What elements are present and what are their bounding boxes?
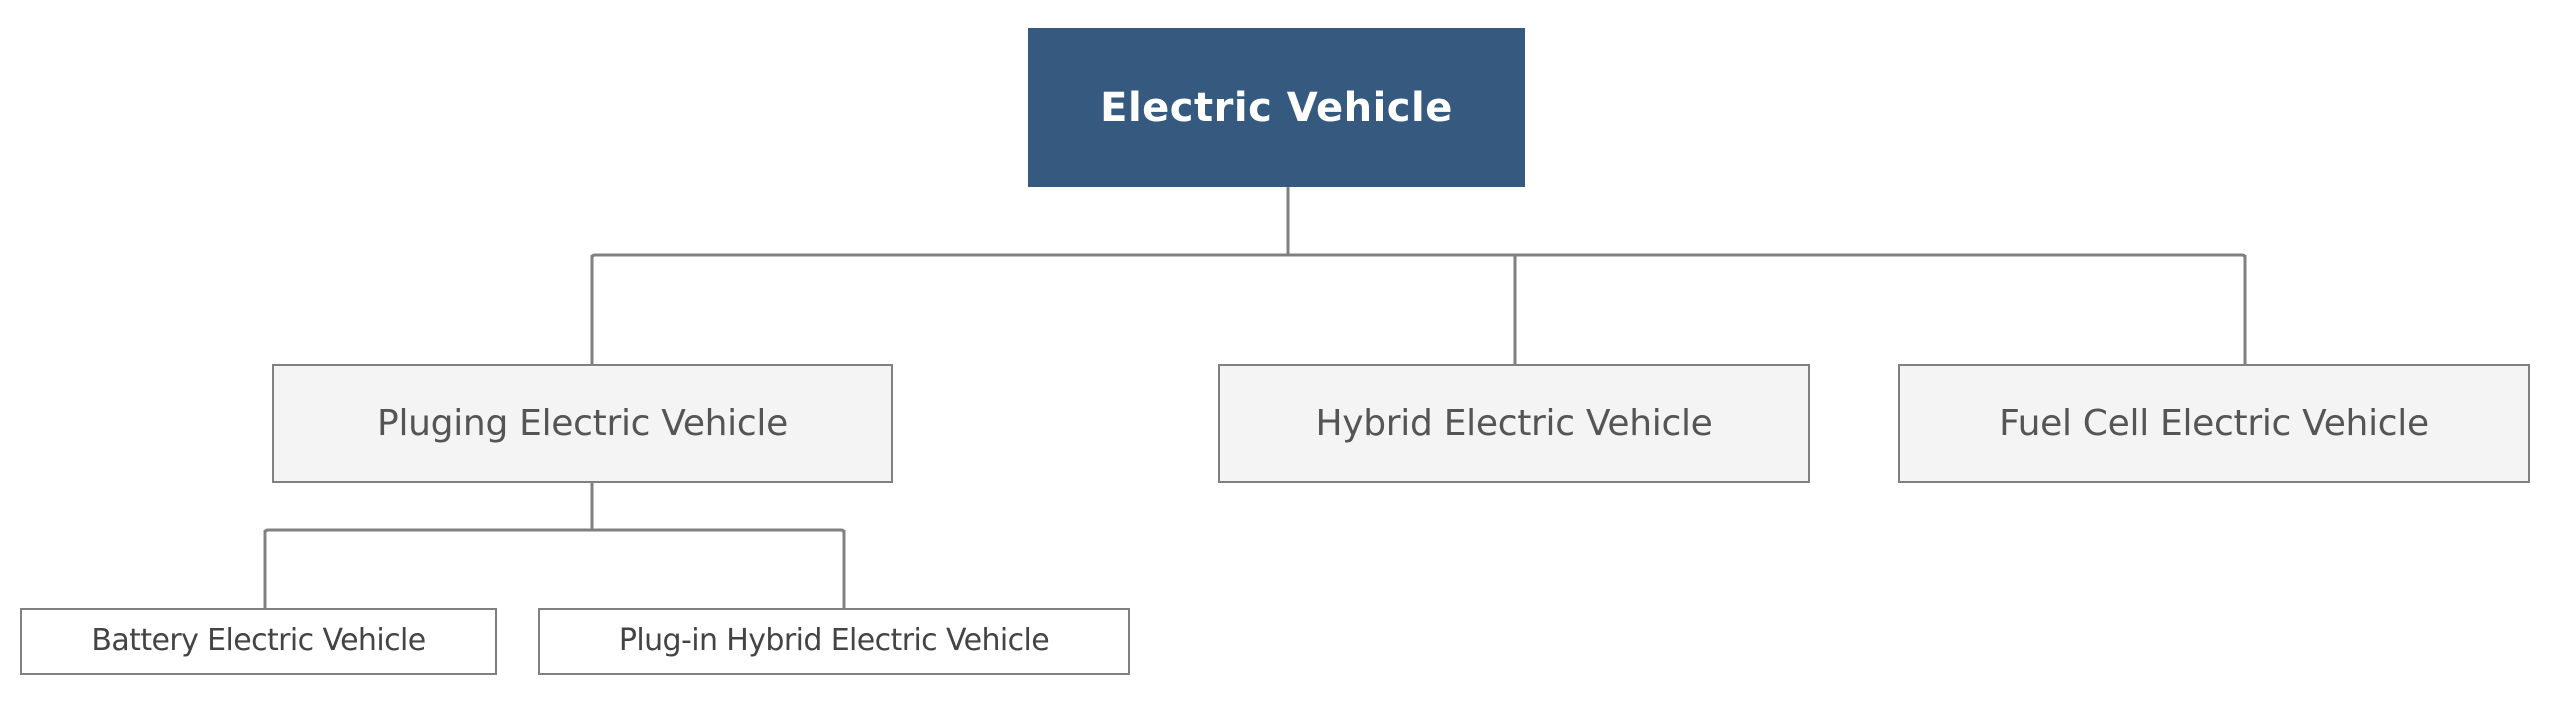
- node-label-hybrid-electric-vehicle: Hybrid Electric Vehicle: [1315, 402, 1713, 444]
- node-battery-electric-vehicle[interactable]: Battery Electric Vehicle: [20, 608, 497, 675]
- node-electric-vehicle[interactable]: Electric Vehicle: [1028, 28, 1525, 187]
- edge-pluging-bus: [263, 528, 846, 550]
- node-plug-in-hybrid-electric-vehicle[interactable]: Plug-in Hybrid Electric Vehicle: [538, 608, 1130, 675]
- node-label-battery-electric-vehicle: Battery Electric Vehicle: [91, 623, 426, 659]
- node-label-root: Electric Vehicle: [1100, 84, 1453, 131]
- node-hybrid-electric-vehicle[interactable]: Hybrid Electric Vehicle: [1218, 364, 1810, 483]
- node-label-pluging-electric-vehicle: Pluging Electric Vehicle: [377, 402, 788, 444]
- node-label-fuel-cell-electric-vehicle: Fuel Cell Electric Vehicle: [1999, 402, 2429, 444]
- node-fuel-cell-electric-vehicle[interactable]: Fuel Cell Electric Vehicle: [1898, 364, 2530, 483]
- edge-root-bus: [590, 253, 2247, 275]
- node-label-plug-in-hybrid-electric-vehicle: Plug-in Hybrid Electric Vehicle: [618, 623, 1050, 659]
- node-pluging-electric-vehicle[interactable]: Pluging Electric Vehicle: [272, 364, 893, 483]
